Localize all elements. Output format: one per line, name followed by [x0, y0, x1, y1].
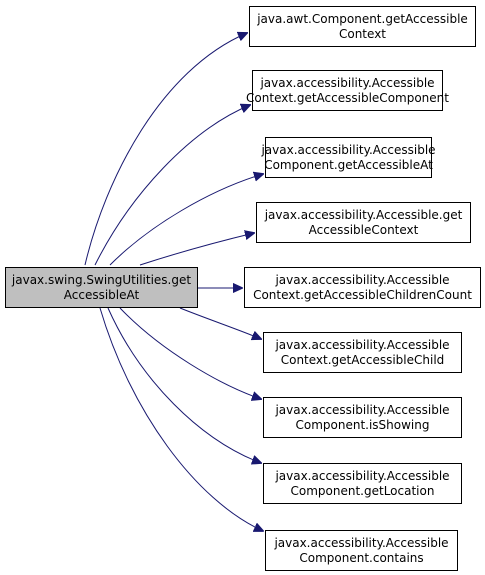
node-label-line2: Component.contains [299, 550, 424, 565]
edge-to-accessiblecomponent-isshowing [119, 307, 261, 399]
node-accessiblecontext-getaccessiblecomponent[interactable]: javax.accessibility.Accessible Context.g… [246, 70, 449, 111]
edge-to-accessiblecomponent-getaccessibleat [109, 174, 263, 266]
node-label-line1: javax.accessibility.Accessible [275, 272, 450, 287]
edge-to-accessiblecomponent-getlocation [107, 307, 261, 463]
node-label-line2: Context.getAccessibleChildrenCount [253, 287, 472, 302]
node-label-line1: javax.accessibility.Accessible [260, 75, 435, 90]
node-label-line1: javax.accessibility.Accessible [275, 337, 450, 352]
node-accessible-getaccessiblecontext[interactable]: javax.accessibility.Accessible.get Acces… [256, 202, 471, 243]
edge-to-accessiblecontext-getaccessiblechild [179, 307, 261, 339]
node-label-line2: Context.getAccessibleChild [280, 352, 445, 367]
node-label-line1: javax.accessibility.Accessible [274, 535, 449, 550]
node-label-line2: Component.isShowing [295, 417, 430, 432]
node-accessiblecomponent-isshowing[interactable]: javax.accessibility.Accessible Component… [263, 397, 462, 438]
node-label-line1: javax.accessibility.Accessible.get [264, 207, 463, 222]
edge-to-accessiblecontext-getaccessiblecomponent [94, 105, 250, 266]
edge-to-accessible-getaccessiblecontext [139, 233, 254, 266]
node-accessiblecontext-getaccessiblechild[interactable]: javax.accessibility.Accessible Context.g… [263, 332, 462, 373]
node-label-line1: javax.accessibility.Accessible [261, 142, 436, 157]
node-label-line2: Component.getLocation [290, 483, 435, 498]
node-accessiblecomponent-contains[interactable]: javax.accessibility.Accessible Component… [265, 530, 458, 571]
node-accessiblecomponent-getlocation[interactable]: javax.accessibility.Accessible Component… [263, 463, 462, 504]
node-accessiblecomponent-getaccessibleat[interactable]: javax.accessibility.Accessible Component… [261, 137, 436, 178]
node-label-line2: Context [338, 26, 386, 41]
root-node-label-line1: javax.swing.SwingUtilities.get [11, 272, 192, 287]
node-label-line2: Component.getAccessibleAt [264, 157, 433, 172]
node-accessiblecontext-getaccessiblechildrencount[interactable]: javax.accessibility.Accessible Context.g… [244, 267, 481, 308]
node-label-line1: javax.accessibility.Accessible [275, 468, 450, 483]
root-node-label-line2: AccessibleAt [63, 287, 140, 302]
node-component-getaccessiblecontext[interactable]: java.awt.Component.getAccessible Context [249, 6, 476, 47]
node-label-line1: javax.accessibility.Accessible [275, 402, 450, 417]
edge-to-component-getaccessiblecontext [84, 33, 247, 266]
node-label-line1: java.awt.Component.getAccessible [257, 11, 468, 26]
root-node-swingutilities-getaccessibleat: javax.swing.SwingUtilities.get Accessibl… [5, 267, 198, 308]
edge-to-accessiblecomponent-contains [99, 307, 263, 531]
node-label-line2: AccessibleContext [308, 222, 419, 237]
node-label-line2: Context.getAccessibleComponent [246, 90, 449, 105]
